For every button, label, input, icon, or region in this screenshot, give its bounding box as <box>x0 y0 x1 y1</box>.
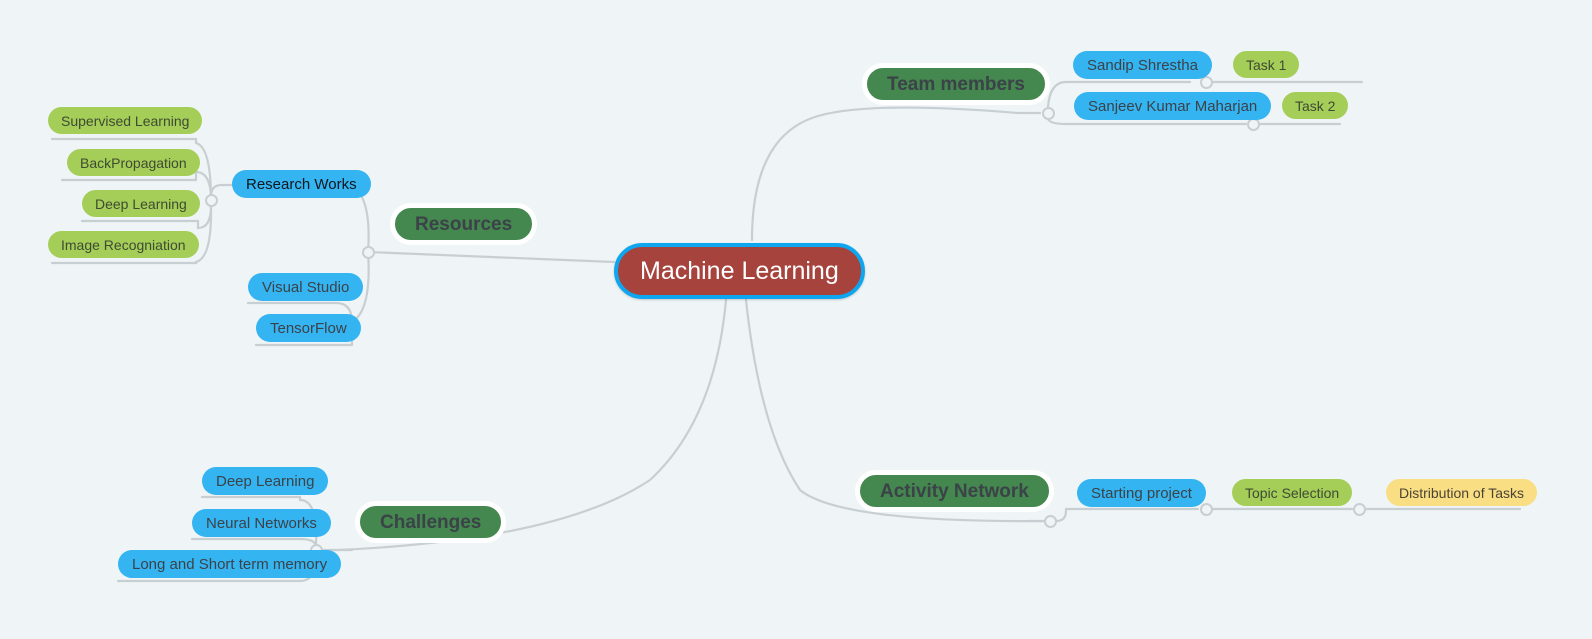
node-visual-studio[interactable]: Visual Studio <box>248 273 364 301</box>
node-backpropagation[interactable]: BackPropagation <box>67 149 200 176</box>
node-deep-learning-resources-label: Deep Learning <box>95 195 187 212</box>
junction-dot-topic <box>1353 503 1366 516</box>
branch-node-challenges[interactable]: Challenges <box>355 501 507 543</box>
branch-node-resources[interactable]: Resources <box>390 203 538 245</box>
node-distribution-of-tasks[interactable]: Distribution of Tasks <box>1386 479 1538 506</box>
junction-dot-starting <box>1200 503 1213 516</box>
branch-node-resources-label: Resources <box>415 213 513 235</box>
branch-node-activity-network-label: Activity Network <box>880 480 1029 502</box>
root-node-machine-learning[interactable]: Machine Learning <box>614 243 865 299</box>
node-tensorflow-label: TensorFlow <box>270 319 347 337</box>
branch-node-challenges-label: Challenges <box>380 511 482 533</box>
node-deep-learning-resources[interactable]: Deep Learning <box>82 190 200 217</box>
node-neural-networks-label: Neural Networks <box>206 514 317 532</box>
node-task-2[interactable]: Task 2 <box>1282 92 1349 119</box>
junction-dot-team-members <box>1042 107 1055 120</box>
node-image-recogniation-label: Image Recogniation <box>61 236 186 253</box>
node-deep-learning-challenges[interactable]: Deep Learning <box>202 467 329 495</box>
node-visual-studio-label: Visual Studio <box>262 278 350 296</box>
junction-dot-resources <box>362 246 375 259</box>
node-topic-selection[interactable]: Topic Selection <box>1232 479 1353 506</box>
node-tensorflow[interactable]: TensorFlow <box>256 314 361 342</box>
node-long-short-term-memory[interactable]: Long and Short term memory <box>118 550 342 578</box>
node-task-2-label: Task 2 <box>1295 97 1336 114</box>
branch-node-team-members-label: Team members <box>887 73 1025 95</box>
node-sandip-shrestha-label: Sandip Shrestha <box>1087 56 1198 74</box>
node-task-1-label: Task 1 <box>1246 56 1287 73</box>
node-backpropagation-label: BackPropagation <box>80 154 187 171</box>
node-deep-learning-challenges-label: Deep Learning <box>216 472 315 490</box>
junction-dot-sandip <box>1200 76 1213 89</box>
node-sanjeev-kumar-maharjan[interactable]: Sanjeev Kumar Maharjan <box>1074 92 1272 120</box>
node-topic-selection-label: Topic Selection <box>1245 484 1340 501</box>
branch-node-team-members[interactable]: Team members <box>862 63 1050 105</box>
node-supervised-learning[interactable]: Supervised Learning <box>48 107 203 134</box>
node-image-recogniation[interactable]: Image Recogniation <box>48 231 199 258</box>
node-distribution-of-tasks-label: Distribution of Tasks <box>1399 484 1525 501</box>
node-sanjeev-kumar-maharjan-label: Sanjeev Kumar Maharjan <box>1088 97 1258 115</box>
node-neural-networks[interactable]: Neural Networks <box>192 509 331 537</box>
branch-node-activity-network[interactable]: Activity Network <box>855 470 1054 512</box>
junction-dot-research-works <box>205 194 218 207</box>
node-starting-project-label: Starting project <box>1091 484 1192 502</box>
node-task-1[interactable]: Task 1 <box>1233 51 1300 78</box>
junction-dot-activity <box>1044 515 1057 528</box>
node-research-works-label: Research Works <box>246 175 357 193</box>
node-sandip-shrestha[interactable]: Sandip Shrestha <box>1073 51 1212 79</box>
node-supervised-learning-label: Supervised Learning <box>61 112 190 129</box>
root-node-label: Machine Learning <box>640 256 839 285</box>
node-research-works[interactable]: Research Works <box>232 170 371 198</box>
node-long-short-term-memory-label: Long and Short term memory <box>132 555 328 573</box>
node-starting-project[interactable]: Starting project <box>1077 479 1206 507</box>
